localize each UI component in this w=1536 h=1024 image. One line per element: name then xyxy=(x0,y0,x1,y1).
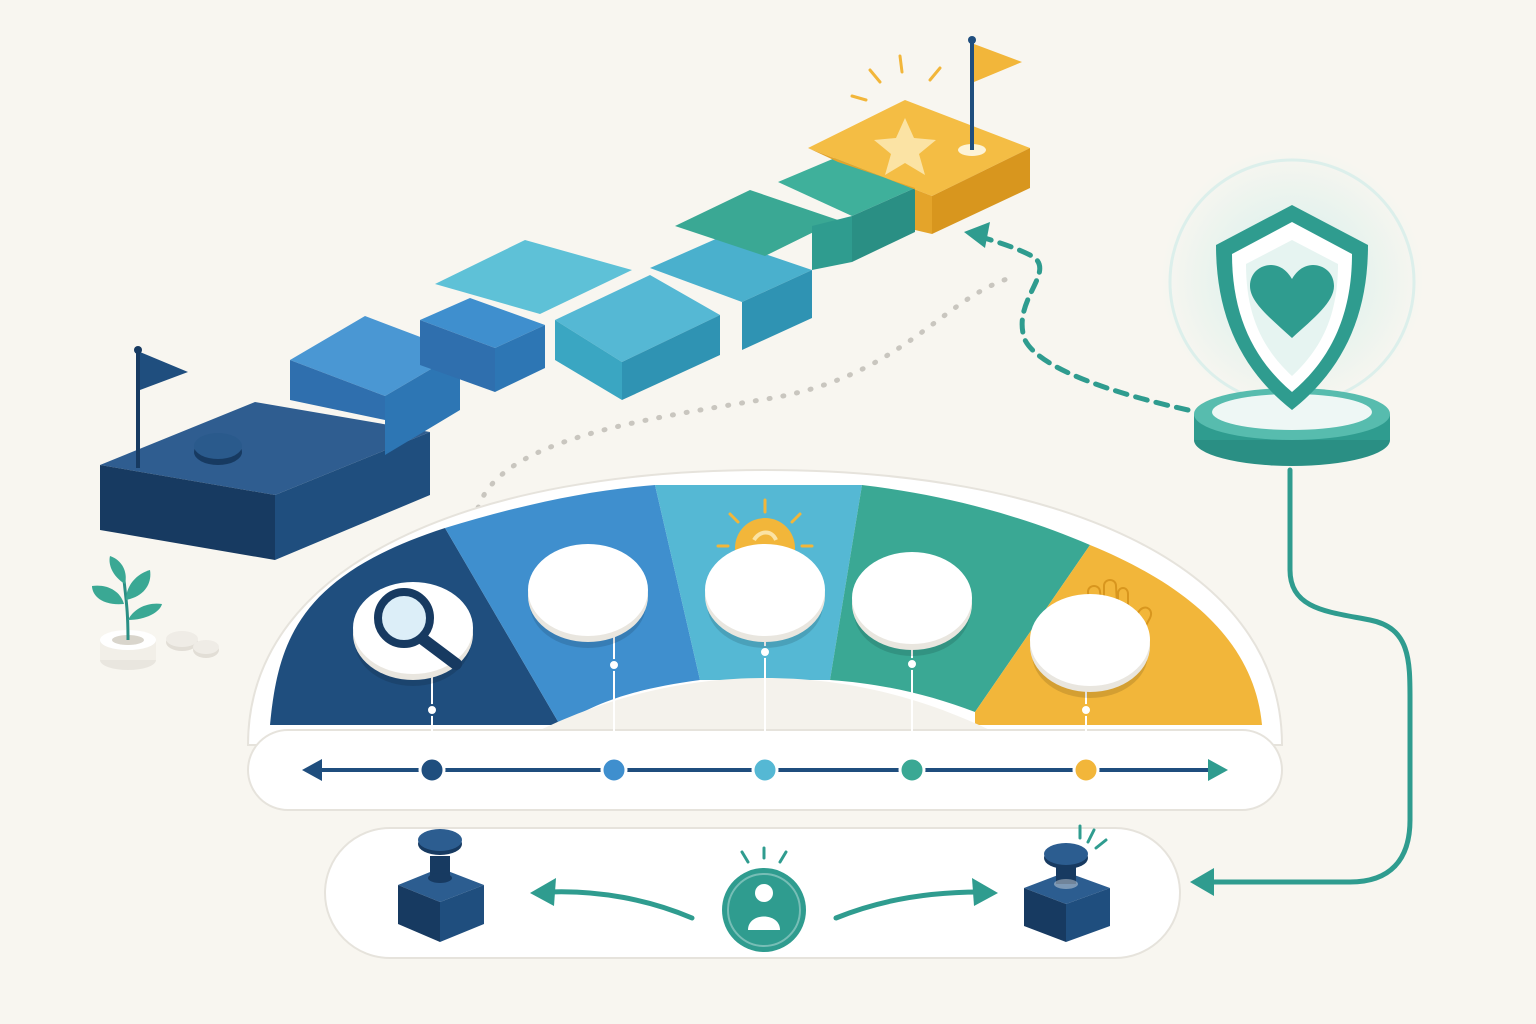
puzzle-piece xyxy=(435,240,720,400)
arrow-right-icon xyxy=(972,878,998,906)
shield-connector-path xyxy=(1207,467,1413,885)
connector-arrow-icon xyxy=(1190,868,1214,896)
puzzle-piece xyxy=(650,190,838,350)
puzzle-piece xyxy=(420,298,545,392)
start-flag-icon xyxy=(134,346,188,468)
pebbles-icon xyxy=(166,631,219,658)
arrow-right-icon xyxy=(1208,759,1228,781)
pedestal-block-icon xyxy=(398,829,484,942)
sparkle-icon xyxy=(850,54,942,102)
timeline-node xyxy=(418,756,446,784)
puzzle-piece xyxy=(290,316,460,455)
plant-icon xyxy=(92,556,162,670)
bottom-panel xyxy=(324,824,1181,959)
arrow-left-curve xyxy=(545,889,695,921)
puzzle-piece xyxy=(808,100,1030,234)
pedestal-block-icon xyxy=(1024,824,1110,942)
arrow-left-icon xyxy=(530,878,556,906)
timeline-node xyxy=(600,756,628,784)
arrow-head-icon xyxy=(964,222,990,248)
stages-panel xyxy=(246,468,1284,811)
arrow-right-curve xyxy=(833,889,983,921)
blocks-board-icon xyxy=(852,552,972,770)
timeline-node xyxy=(751,756,779,784)
puzzle-journey xyxy=(100,36,1030,560)
arrow-left-icon xyxy=(302,759,322,781)
goal-flag-icon xyxy=(968,36,1022,150)
goal-star-icon xyxy=(874,118,936,175)
puzzle-piece xyxy=(100,402,430,560)
person-icon xyxy=(722,846,806,952)
puzzle-piece xyxy=(778,155,915,270)
lightbulb-icon xyxy=(705,544,1152,770)
dotted-path xyxy=(475,275,1013,511)
timeline-node xyxy=(1072,756,1100,784)
magnifier-icon xyxy=(353,582,473,770)
timeline-node xyxy=(898,756,926,784)
dashed-return-path xyxy=(972,232,1191,413)
shield-heart-icon xyxy=(1160,148,1424,466)
raised-hand-icon xyxy=(1030,594,1150,770)
